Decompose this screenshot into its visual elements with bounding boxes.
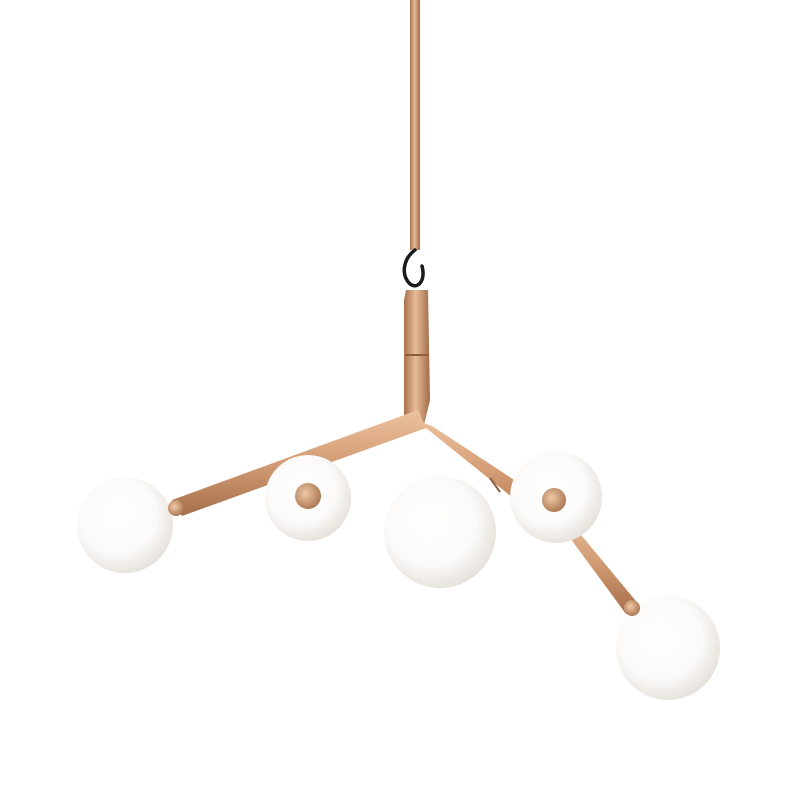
globe-far-right <box>616 596 720 700</box>
cap-far-left <box>168 500 184 516</box>
globe-center <box>384 476 496 588</box>
socket-mid-right <box>542 488 566 512</box>
cap-far-right <box>624 600 640 616</box>
cable-loop <box>402 248 425 288</box>
socket-mid-left <box>295 483 321 509</box>
hanging-rod <box>410 0 420 250</box>
center-stem <box>404 290 430 425</box>
globe-far-left <box>77 477 173 573</box>
right-arm-joint <box>489 477 501 493</box>
